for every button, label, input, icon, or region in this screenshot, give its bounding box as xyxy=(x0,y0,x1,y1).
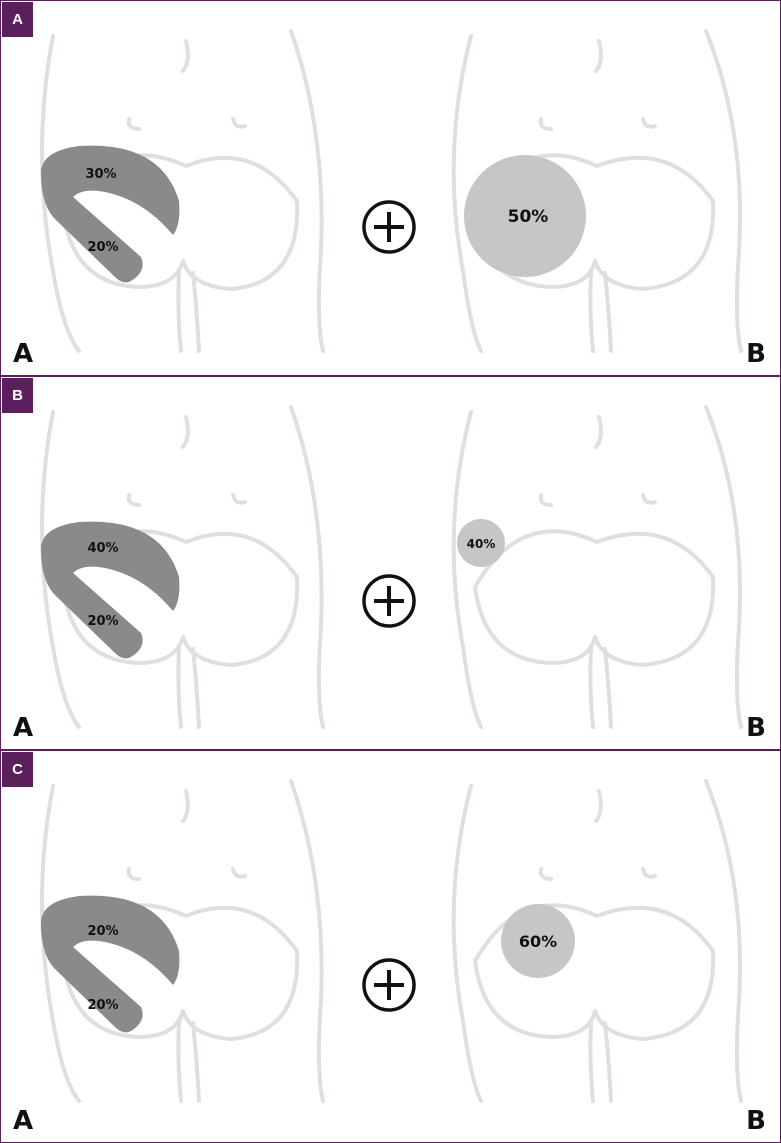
plus-icon xyxy=(362,958,416,1012)
circle-label: 40% xyxy=(467,537,496,551)
band-lower-label: 20% xyxy=(87,240,118,255)
panel-tag: B xyxy=(2,378,33,413)
view-label-right: B xyxy=(746,713,766,743)
injection-band-a xyxy=(41,895,180,1033)
body-b-right-leg xyxy=(603,271,613,353)
body-a-right-dimple xyxy=(231,867,247,879)
body-a-left-dimple xyxy=(126,117,141,131)
band-lower-label: 20% xyxy=(87,998,118,1013)
circle-label: 60% xyxy=(519,932,557,951)
body-a-spine xyxy=(181,789,190,823)
body-a-left-side xyxy=(40,410,81,729)
body-a-left-dimple xyxy=(126,867,141,881)
body-b-right-dimple xyxy=(641,117,657,129)
body-a-right-cheek xyxy=(181,905,300,1042)
body-a-left-leg xyxy=(176,1019,183,1103)
body-b-spine xyxy=(594,39,603,73)
band-lower-label: 20% xyxy=(87,614,118,629)
view-label-left: A xyxy=(13,1106,34,1136)
plus-icon xyxy=(362,574,416,628)
body-a-left-leg xyxy=(176,645,183,729)
view-label-left: A xyxy=(13,339,34,369)
injection-circle xyxy=(464,155,586,277)
body-a-right-side xyxy=(289,405,325,729)
body-a-left-dimple xyxy=(126,493,141,507)
body-b-left-leg xyxy=(588,1019,595,1103)
body-b-right-leg xyxy=(603,1021,613,1103)
panel-a: 30% 20% 50% A A B xyxy=(0,0,781,376)
body-a-right-leg xyxy=(191,647,201,729)
band-upper-label: 30% xyxy=(85,167,116,182)
body-b-spine xyxy=(594,415,603,449)
body-a-left-side xyxy=(40,784,81,1103)
body-b-left-dimple xyxy=(538,117,553,131)
plus-icon xyxy=(362,200,416,254)
body-a-right-cheek xyxy=(181,531,300,668)
body-a-right-cheek xyxy=(181,155,300,292)
body-b-right-side xyxy=(704,29,743,353)
body-b-left-dimple xyxy=(538,867,553,881)
body-b-right-dimple xyxy=(641,493,657,505)
body-b-right-cheek xyxy=(593,155,716,292)
body-b-left-dimple xyxy=(538,493,553,507)
body-a-left-side xyxy=(40,34,81,353)
body-a-right-dimple xyxy=(231,117,247,129)
injection-band-a xyxy=(41,521,180,659)
body-b-right-cheek xyxy=(593,531,716,668)
body-b-right-leg xyxy=(603,647,613,729)
panel-c-illustration: 20% 20% 60% xyxy=(40,779,743,1103)
view-label-right: B xyxy=(746,339,766,369)
body-a-left-leg xyxy=(176,269,183,353)
body-b-left-side xyxy=(451,34,483,353)
band-upper-label: 40% xyxy=(87,541,118,556)
circle-label: 50% xyxy=(508,207,549,227)
injection-circle xyxy=(457,519,505,567)
band-upper-label: 20% xyxy=(87,924,118,939)
body-a-spine xyxy=(181,415,190,449)
view-label-left: A xyxy=(13,713,34,743)
body-b-left-leg xyxy=(588,645,595,729)
body-a-right-side xyxy=(289,29,325,353)
body-b-left-side xyxy=(451,410,483,729)
body-a-right-leg xyxy=(191,271,201,353)
body-a-right-dimple xyxy=(231,493,247,505)
body-b-left-leg xyxy=(588,269,595,353)
panel-a-illustration: 30% 20% 50% xyxy=(40,29,743,353)
view-label-right: B xyxy=(746,1106,766,1136)
body-b-left-side xyxy=(451,784,483,1103)
panel-tag: A xyxy=(2,2,33,37)
injection-band-a xyxy=(41,145,180,283)
body-b-right-dimple xyxy=(641,867,657,879)
panel-tag: C xyxy=(2,752,33,787)
body-b-right-side xyxy=(704,405,743,729)
panel-b-illustration: 40% 20% 40% xyxy=(40,405,743,729)
panel-b: 40% 20% 40% B A B xyxy=(0,376,781,750)
injection-circle xyxy=(501,904,575,978)
body-a-spine xyxy=(181,39,190,73)
panel-c: 20% 20% 60% C A B xyxy=(0,750,781,1143)
body-b-spine xyxy=(594,789,603,823)
body-a-right-leg xyxy=(191,1021,201,1103)
body-b-left-cheek xyxy=(472,529,599,666)
body-b-right-cheek xyxy=(593,905,716,1042)
body-a-right-side xyxy=(289,779,325,1103)
body-b-right-side xyxy=(704,779,743,1103)
